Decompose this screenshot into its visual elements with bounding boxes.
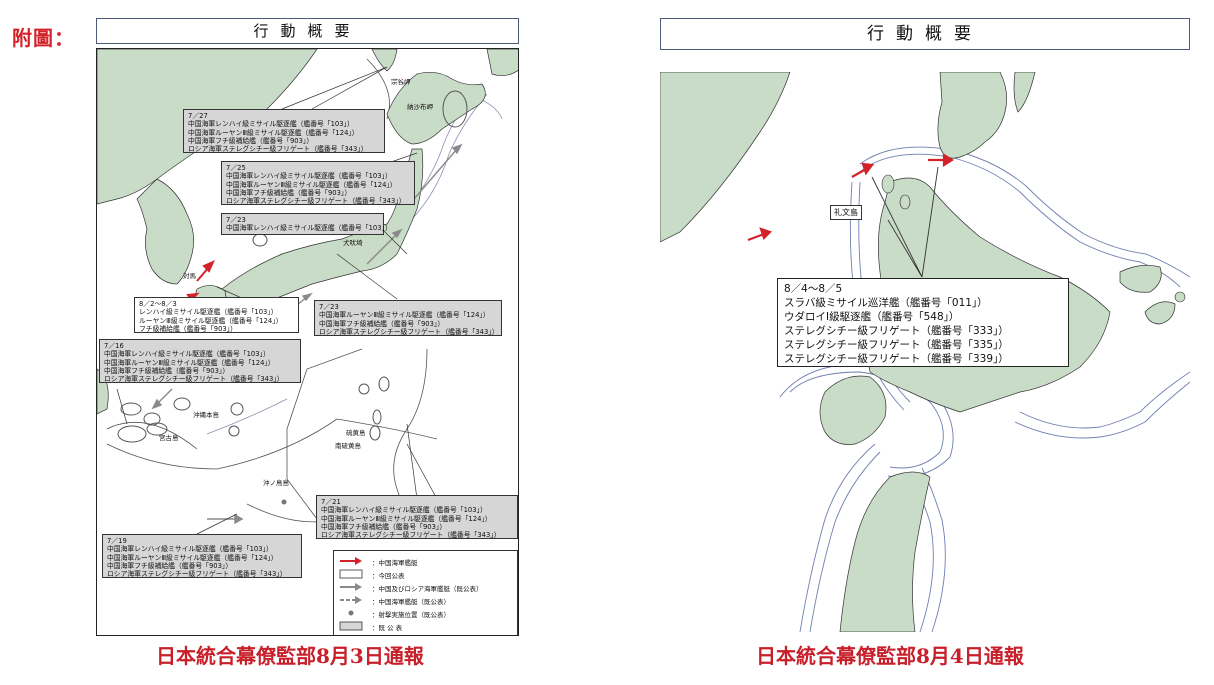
box-0725: 7／25 中国海軍レンハイ級ミサイル駆逐艦（艦番号「103」） 中国海軍ルーヤン… [221, 161, 415, 205]
box-0721-line: 中国海軍ルーヤンⅢ級ミサイル駆逐艦（艦番号「124」） [321, 514, 492, 523]
legend-row: ：今回公表 [338, 569, 514, 580]
box-0721-line: ロシア海軍ステレグシチー級フリゲート（艦番号「343」） [321, 531, 501, 540]
box-0716-line: 中国海軍ルーヤンⅢ級ミサイル駆逐艦（艦番号「124」） [104, 358, 275, 367]
box-0804-line: ステレグシチー級フリゲート（艦番号「335」） [784, 339, 1009, 351]
box-0804-line: スラバ級ミサイル巡洋艦（艦番号「011」） [784, 297, 988, 309]
box-0719-line: 中国海軍フチ級補給艦（艦番号「903」） [107, 561, 233, 570]
left-header: 行動概要 [96, 18, 519, 44]
legend-row: ：既 公 表 [338, 621, 514, 632]
box-0802-date: 8／2～8／3 [139, 300, 177, 308]
small-islands [881, 174, 1186, 303]
box-0719-date: 7／19 [107, 537, 127, 545]
grey-arrow-icon [340, 583, 362, 591]
box-0719: 7／19 中国海軍レンハイ級ミサイル駆逐艦（艦番号「103」） 中国海軍ルーヤン… [102, 534, 302, 578]
legend-row: ：中国海軍艦艇（既公表） [338, 595, 514, 606]
box-0725-line: 中国海軍フチ級補給艦（艦番号「903」） [226, 188, 352, 197]
box-0725-line: 中国海軍レンハイ級ミサイル駆逐艦（艦番号「103」） [226, 172, 392, 181]
box-0723b-line: 中国海軍フチ級補給艦（艦番号「903」） [319, 319, 445, 328]
place-iwoto: 硫黄島 [346, 429, 366, 437]
map-legend: ：中国海軍艦艇 ：今回公表 ：中国及びロシア海軍艦艇（既公表） ：中国海軍艦艇（… [333, 550, 518, 635]
legend-row: ：中国海軍艦艇 [338, 556, 514, 567]
box-0719-line: ロシア海軍ステレグシチー級フリゲート（艦番号「343」） [107, 570, 287, 579]
box-0727-line: ロシア海軍ステレグシチー級フリゲート（艦番号「343」） [188, 145, 368, 154]
place-soya: 宗谷岬 [391, 78, 411, 86]
place-inubo: 犬吠埼 [343, 239, 363, 247]
box-0804-line: ステレグシチー級フリゲート（艦番号「333」） [784, 325, 1009, 337]
box-0727-line: 中国海軍フチ級補給艦（艦番号「903」） [188, 136, 314, 145]
legend-text: ：今回公表 [372, 572, 405, 580]
place-okinawa: 沖縄本島 [193, 411, 219, 419]
box-0802-line: レンハイ級ミサイル駆逐艦（艦番号「103」） [139, 308, 278, 317]
box-0804-line: ウダロイⅠ級駆逐艦（艦番号「548」） [784, 311, 960, 323]
territorial-sea-lines [779, 146, 1190, 632]
right-caption: 日本統合幕僚監部8月4日通報 [756, 644, 1024, 668]
legend-text: ：射撃実施位置（既公表） [372, 611, 450, 619]
box-0723a-line: 中国海軍レンハイ級ミサイル駆逐艦（艦番号「103」） [226, 224, 392, 233]
box-0804-line: ステレグシチー級フリゲート（艦番号「339」） [784, 353, 1009, 365]
dashed-grey-arrow-icon [340, 596, 362, 604]
red-route-arrows [747, 153, 955, 242]
island-rings [117, 90, 468, 443]
legend-row: ：射撃実施位置（既公表） [338, 608, 514, 619]
box-0802-line: フチ級補給艦（艦番号「903」） [139, 324, 237, 333]
legend-text: ：中国及びロシア海軍艦艇（既公表） [372, 585, 483, 593]
right-header: 行動概要 [660, 18, 1190, 50]
legend-text: ：中国海軍艦艇 [372, 559, 418, 567]
box-0721-date: 7／21 [321, 498, 341, 506]
box-0802-line: ルーヤンⅢ級ミサイル駆逐艦（艦番号「124」） [139, 316, 283, 325]
place-miyako: 宮古島 [159, 434, 179, 442]
firing-position-dot [281, 499, 287, 505]
left-caption: 日本統合幕僚監部8月3日通報 [156, 644, 424, 668]
box-0721: 7／21 中国海軍レンハイ級ミサイル駆逐艦（艦番号「103」） 中国海軍ルーヤン… [316, 495, 518, 539]
box-0723a: 7／23 中国海軍レンハイ級ミサイル駆逐艦（艦番号「103」） [221, 213, 392, 235]
figure-label: 附圖： [12, 26, 75, 50]
place-okinotori: 沖ノ鳥島 [263, 479, 289, 487]
box-0719-line: 中国海軍レンハイ級ミサイル駆逐艦（艦番号「103」） [107, 545, 273, 554]
box-0723a-date: 7／23 [226, 216, 246, 224]
box-0723b-date: 7／23 [319, 303, 339, 311]
grey-box-icon [339, 621, 363, 631]
box-0725-line: ロシア海軍ステレグシチー級フリゲート（艦番号「343」） [226, 197, 406, 206]
box-0716-line: 中国海軍フチ級補給艦（艦番号「903」） [104, 366, 230, 375]
box-0723b-line: 中国海軍ルーヤンⅢ級ミサイル駆逐艦（艦番号「124」） [319, 311, 490, 320]
box-0727-line: 中国海軍ルーヤンⅢ級ミサイル駆逐艦（艦番号「124」） [188, 128, 359, 137]
box-0721-line: 中国海軍レンハイ級ミサイル駆逐艦（艦番号「103」） [321, 506, 487, 515]
box-0716-line: 中国海軍レンハイ級ミサイル駆逐艦（艦番号「103」） [104, 350, 270, 359]
place-nosappu: 納沙布岬 [407, 103, 433, 111]
box-0802: 8／2～8／3 レンハイ級ミサイル駆逐艦（艦番号「103」） ルーヤンⅢ級ミサイ… [134, 297, 299, 333]
box-0725-date: 7／25 [226, 164, 246, 172]
box-0727-date: 7／27 [188, 112, 208, 120]
box-0727-line: 中国海軍レンハイ級ミサイル駆逐艦（艦番号「103」） [188, 120, 354, 129]
box-0727: 7／27 中国海軍レンハイ級ミサイル駆逐艦（艦番号「103」） 中国海軍ルーヤン… [183, 109, 385, 153]
box-0804: 8／4～8／5 スラバ級ミサイル巡洋艦（艦番号「011」） ウダロイⅠ級駆逐艦（… [777, 278, 1069, 367]
left-map: 宗谷岬 納沙布岬 犬吠埼 対馬 沖縄本島 宮古島 硫黄島 南硫黄島 沖ノ鳥島 7… [96, 48, 519, 636]
right-map: 礼文島 8／4～8／5 スラバ級ミサイル巡洋艦（艦番号「011」） ウダロイⅠ級… [660, 72, 1190, 632]
place-minami-iwoto: 南硫黄島 [335, 442, 361, 450]
place-rebun: 礼文島 [830, 205, 862, 220]
grey-dot-icon [348, 610, 354, 616]
place-tsushima: 対馬 [183, 272, 196, 280]
legend-text: ：既 公 表 [372, 624, 403, 632]
leader-lines [871, 166, 939, 278]
legend-text: ：中国海軍艦艇（既公表） [372, 598, 450, 606]
box-0723b: 7／23 中国海軍ルーヤンⅢ級ミサイル駆逐艦（艦番号「124」） 中国海軍フチ級… [314, 300, 502, 336]
box-0716-date: 7／16 [104, 342, 124, 350]
red-arrow-icon [340, 557, 362, 565]
box-0716-line: ロシア海軍ステレグシチー級フリゲート（艦番号「343」） [104, 375, 284, 384]
box-0716: 7／16 中国海軍レンハイ級ミサイル駆逐艦（艦番号「103」） 中国海軍ルーヤン… [99, 339, 301, 383]
white-box-icon [339, 569, 363, 579]
box-0719-line: 中国海軍ルーヤンⅢ級ミサイル駆逐艦（艦番号「124」） [107, 553, 278, 562]
box-0723b-line: ロシア海軍ステレグシチー級フリゲート（艦番号「343」） [319, 327, 499, 336]
box-0721-line: 中国海軍フチ級補給艦（艦番号「903」） [321, 522, 447, 531]
legend-row: ：中国及びロシア海軍艦艇（既公表） [338, 582, 514, 593]
box-0725-line: 中国海軍ルーヤンⅢ級ミサイル駆逐艦（艦番号「124」） [226, 180, 397, 189]
box-0804-date: 8／4～8／5 [784, 283, 843, 295]
